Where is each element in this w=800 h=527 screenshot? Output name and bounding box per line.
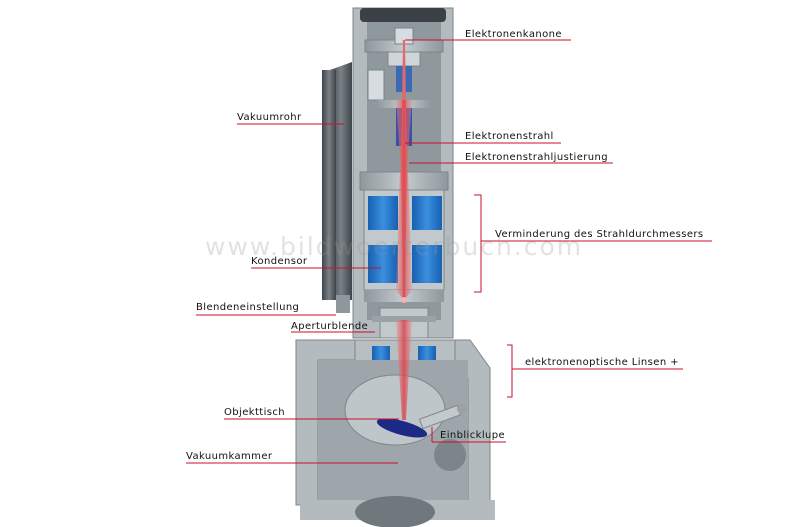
label-kondensor: Kondensor — [251, 256, 308, 267]
label-elektronenstrahljustierung: Elektronenstrahljustierung — [465, 152, 608, 163]
watermark: www.bildwoerterbuch.com — [205, 232, 584, 261]
label-elektronenoptische-linsen: elektronenoptische Linsen + — [525, 357, 679, 369]
specimen-stage — [376, 404, 467, 438]
brackets — [474, 194, 513, 398]
expand-plus-icon[interactable]: + — [670, 357, 679, 368]
label-elektronenstrahl: Elektronenstrahl — [465, 131, 554, 142]
leader-lines — [186, 39, 712, 464]
label-einblicklupe: Einblicklupe — [440, 430, 506, 441]
label-vakuumkammer: Vakuumkammer — [186, 451, 273, 462]
vacuum-tube — [322, 62, 352, 313]
label-objekttisch: Objekttisch — [224, 407, 286, 418]
label-verminderung: Verminderung des Strahldurchmessers — [495, 229, 704, 240]
label-blendeneinstellung: Blendeneinstellung — [196, 302, 300, 313]
label-vakuumrohr: Vakuumrohr — [237, 112, 302, 123]
label-linsen-text: elektronenoptische Linsen — [525, 357, 667, 368]
label-elektronenkanone: Elektronenkanone — [465, 29, 562, 40]
vacuum-chamber — [295, 339, 495, 527]
label-aperturblende: Aperturblende — [291, 321, 369, 332]
electron-beam — [396, 40, 412, 420]
